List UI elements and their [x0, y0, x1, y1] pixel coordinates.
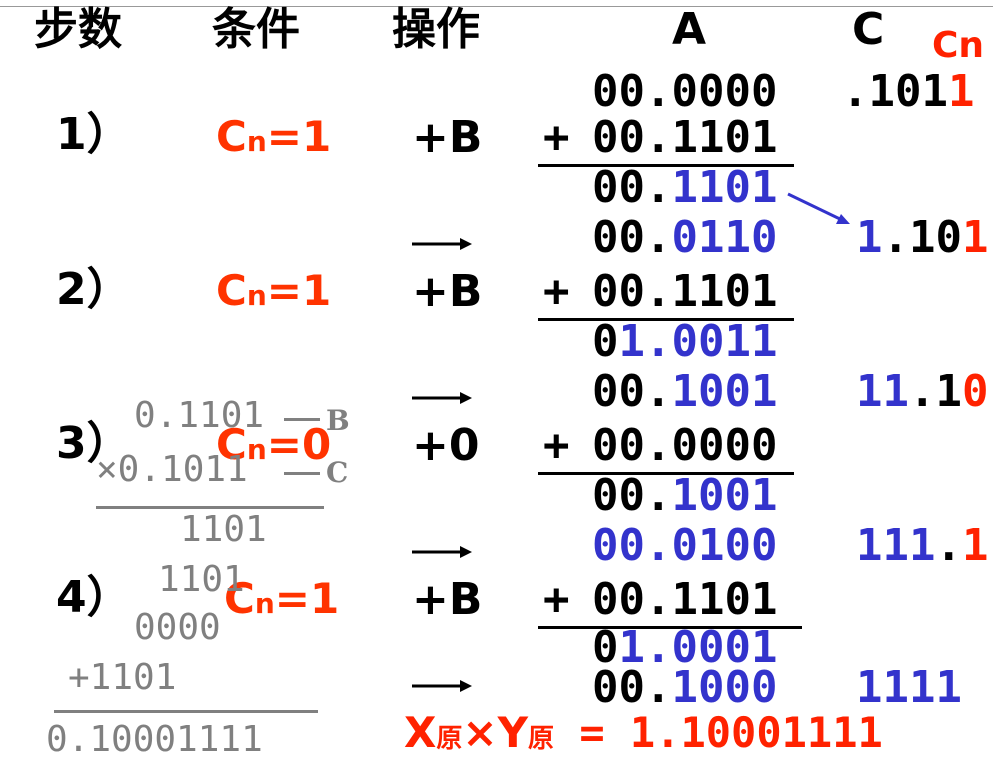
addend-b: 00.1101: [592, 266, 778, 317]
operation-2: +B: [412, 266, 483, 317]
header-step: 步数: [34, 4, 122, 55]
operation-4: +B: [412, 574, 483, 625]
condition-3: Cn=0: [216, 420, 332, 469]
c-shift-4: 1111: [856, 662, 962, 713]
shift-right-arrow-icon: [412, 680, 472, 692]
shift-4: 00.1000: [592, 662, 778, 713]
c-shift-3: 111.1: [856, 520, 989, 571]
manual-partial-3: 0000: [134, 607, 221, 648]
header-a: A: [672, 4, 707, 55]
plus-sign: +: [543, 420, 570, 471]
plus-sign: +: [543, 574, 570, 625]
header-cn: Cn: [932, 25, 985, 66]
sum-rule: [538, 318, 794, 321]
c-shift-2: 11.10: [856, 366, 989, 417]
sum-rule: [538, 626, 802, 629]
operation-1: +B: [412, 112, 483, 163]
top-border: [0, 6, 993, 7]
c-shift-1: 1.101: [856, 212, 989, 263]
shift-3: 00.0100: [592, 520, 778, 571]
addend-b: 00.1101: [592, 112, 778, 163]
operation-3: +0: [412, 420, 480, 471]
shift-right-arrow-icon: [412, 546, 472, 558]
header-c: C: [852, 4, 885, 55]
shift-right-arrow-icon: [412, 392, 472, 404]
manual-multiplicand: 0.1101: [134, 395, 265, 436]
manual-partial-1: 1101: [180, 509, 267, 550]
step-label-4: 4）: [56, 572, 131, 623]
sum-1: 00.1101: [592, 162, 778, 213]
sum-rule: [538, 472, 794, 475]
manual-pointer-c: [284, 472, 320, 475]
step-label-3: 3）: [56, 418, 131, 469]
sum-3: 00.1001: [592, 470, 778, 521]
manual-rule: [54, 710, 318, 713]
a-initial: 00.0000: [592, 66, 778, 117]
step-label-2: 2）: [56, 264, 131, 315]
manual-partial-2: 1101: [158, 559, 245, 600]
shift-1: 00.0110: [592, 212, 778, 263]
sum-4: 01.0001: [592, 622, 778, 673]
carry-arrow-icon: [787, 192, 850, 224]
step-label-1: 1）: [56, 109, 131, 160]
manual-product: 0.10001111: [46, 719, 263, 760]
manual-tag-c: C: [326, 456, 349, 489]
shift-right-arrow-icon: [412, 238, 472, 250]
header-operation: 操作: [392, 4, 480, 55]
shift-2: 00.1001: [592, 366, 778, 417]
plus-sign: +: [543, 112, 570, 163]
sum-2: 01.0011: [592, 316, 778, 367]
sum-rule: [538, 164, 794, 167]
condition-4: Cn=1: [224, 574, 340, 623]
condition-2: Cn=1: [216, 266, 332, 315]
plus-sign: +: [543, 266, 570, 317]
result-line: X原×Y原 = 1.10001111: [404, 708, 883, 757]
addend-zero: 00.0000: [592, 420, 778, 471]
manual-pointer-b: [284, 418, 320, 421]
manual-multiplier: ×0.1011: [96, 449, 248, 490]
condition-1: Cn=1: [216, 112, 332, 161]
c-initial: .1011: [842, 66, 975, 117]
addend-b: 00.1101: [592, 574, 778, 625]
header-condition: 条件: [212, 4, 300, 55]
manual-rule: [96, 506, 324, 509]
manual-partial-4: +1101: [68, 657, 177, 698]
manual-tag-b: B: [326, 404, 350, 437]
